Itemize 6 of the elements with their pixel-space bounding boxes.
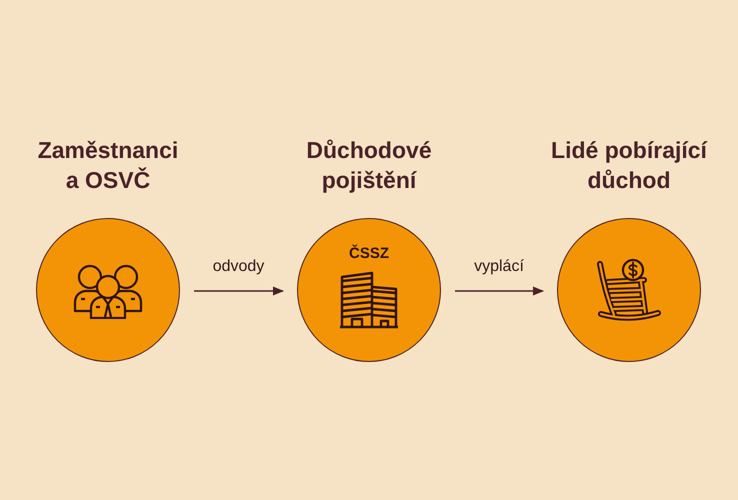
node-title: Důchodové pojištění — [305, 136, 433, 195]
organization-label: ČSSZ — [348, 245, 389, 263]
arrow — [455, 286, 544, 296]
arrow — [194, 286, 284, 296]
node-title: Zaměstnanci a OSVČ — [36, 136, 180, 195]
node-title: Lidé pobírající důchod — [550, 136, 708, 195]
